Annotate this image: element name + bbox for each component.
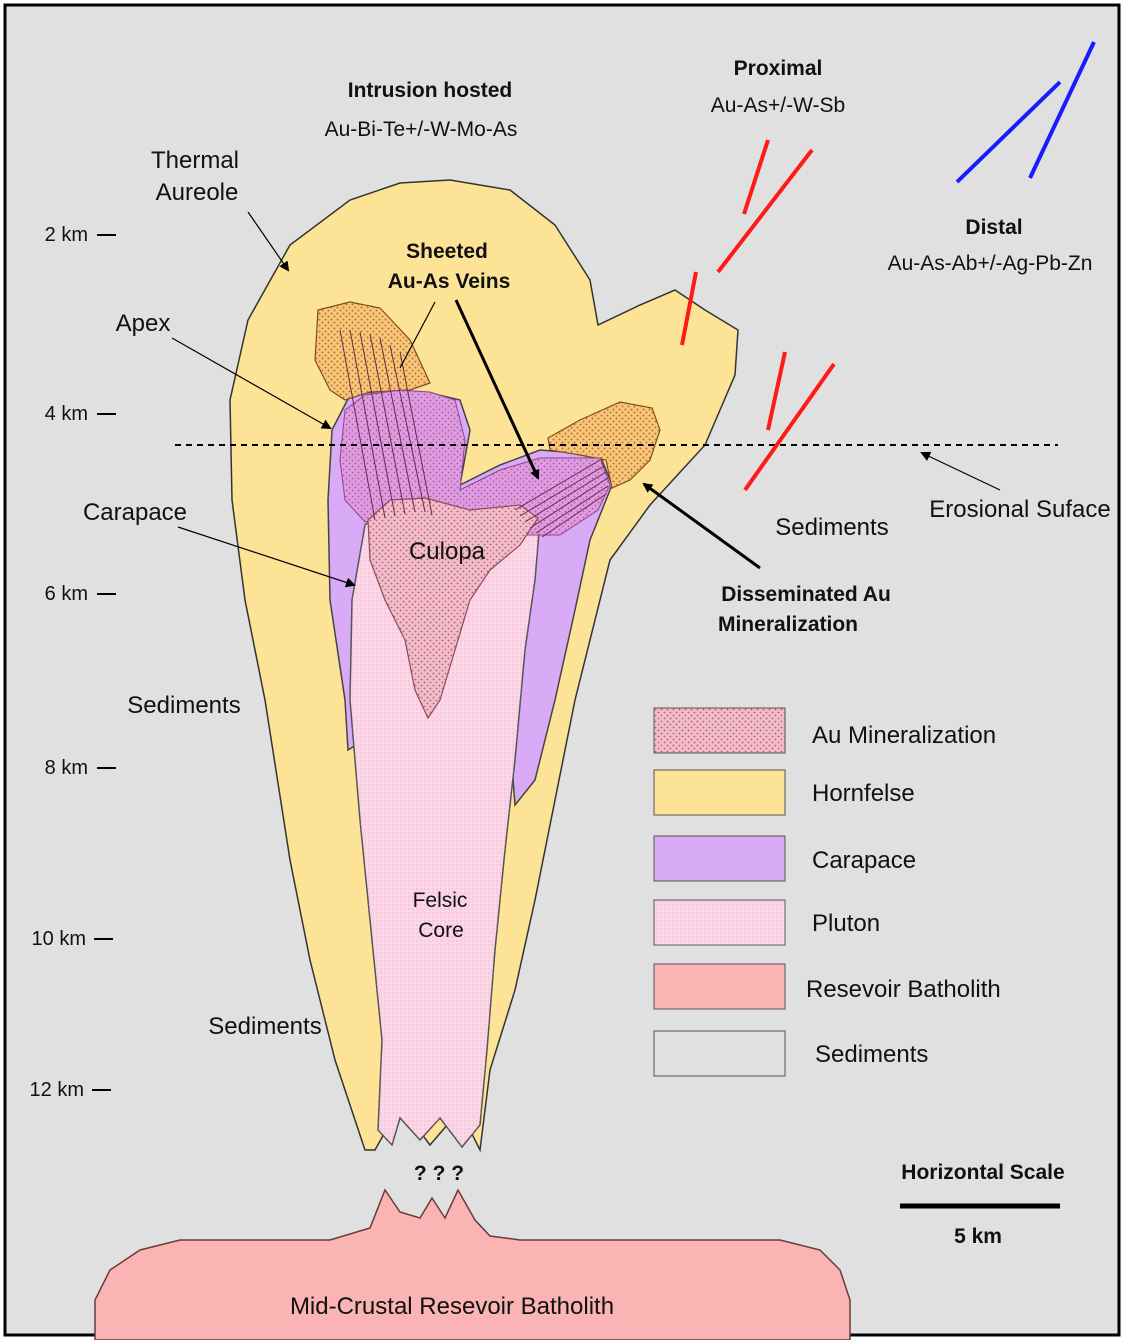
legend-swatch-hornfelse (654, 770, 785, 815)
legend-label-pluton: Pluton (812, 910, 880, 937)
distal-assemblage: Au-As-Ab+/-Ag-Pb-Zn (888, 252, 1093, 275)
legend-swatch-resevoir-batholith (654, 964, 785, 1009)
sediments-left-lower-label: Sediments (208, 1013, 321, 1040)
horizontal-scale-title: Horizontal Scale (901, 1161, 1064, 1184)
felsic-core-label-2: Core (418, 919, 464, 942)
horizontal-scale-value: 5 km (954, 1225, 1002, 1248)
legend-label-carapace: Carapace (812, 847, 916, 874)
sheeted-veins-label-1: Sheeted (406, 240, 488, 263)
legend-label-sediments: Sediments (815, 1041, 928, 1068)
legend-swatch-sediments (654, 1031, 785, 1076)
intrusion-hosted-assemblage: Au-Bi-Te+/-W-Mo-As (325, 118, 518, 141)
sediments-left-upper-label: Sediments (127, 692, 240, 719)
depth-label-12km: 12 km (30, 1079, 84, 1101)
batholith-label: Mid-Crustal Resevoir Batholith (290, 1293, 614, 1320)
erosional-surface-label: Erosional Suface (929, 496, 1110, 523)
intrusion-hosted-title: Intrusion hosted (348, 79, 513, 102)
apex-label: Apex (116, 310, 171, 337)
proximal-assemblage: Au-As+/-W-Sb (711, 94, 845, 117)
legend-swatch-carapace (654, 836, 785, 881)
depth-label-6km: 6 km (45, 583, 88, 605)
legend-label-hornfelse: Hornfelse (812, 780, 915, 807)
depth-label-4km: 4 km (45, 403, 88, 425)
depth-label-8km: 8 km (45, 757, 88, 779)
felsic-core-label-1: Felsic (413, 889, 468, 912)
legend-label-resevoir-batholith: Resevoir Batholith (806, 976, 1001, 1003)
carapace-label: Carapace (83, 499, 187, 526)
sheeted-veins-label-2: Au-As Veins (388, 270, 511, 293)
culopa-label: Culopa (409, 538, 486, 565)
distal-title: Distal (965, 216, 1022, 239)
unknown-connection-label: ? ? ? (414, 1162, 464, 1185)
proximal-title: Proximal (734, 57, 823, 80)
thermal-aureole-label-2: Aureole (156, 179, 239, 206)
depth-label-10km: 10 km (32, 928, 86, 950)
thermal-aureole-label-1: Thermal (151, 147, 239, 174)
sediments-right-label: Sediments (775, 514, 888, 541)
depth-label-2km: 2 km (45, 224, 88, 246)
legend-label-au-mineralization: Au Mineralization (812, 722, 996, 749)
disseminated-label-2: Mineralization (718, 613, 858, 636)
disseminated-label-1: Disseminated Au (721, 583, 891, 606)
